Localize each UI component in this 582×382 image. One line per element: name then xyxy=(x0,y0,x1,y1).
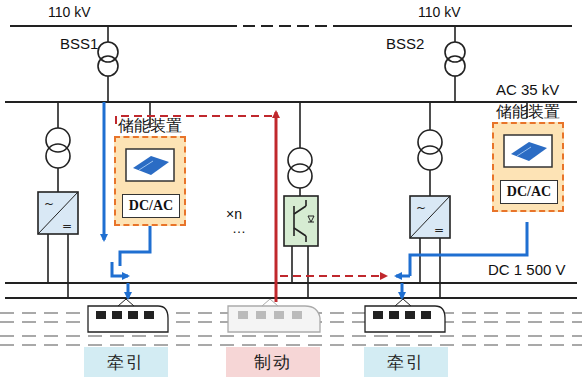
diagram-label: BSS1 xyxy=(60,36,98,52)
diagram-label: 110 kV xyxy=(48,4,91,20)
storage-device-box: 储能装置DC/AC xyxy=(114,136,186,226)
dcac-converter-box: DC/AC xyxy=(500,180,558,204)
battery-icon xyxy=(503,134,553,168)
mode-tag: 牵引 xyxy=(84,347,168,377)
mode-tag: 牵引 xyxy=(364,347,448,377)
diagram-label: AC 35 kV xyxy=(494,82,561,98)
diagram-label: ×n xyxy=(226,206,242,222)
storage-device-box: 储能装置DC/AC xyxy=(492,122,564,212)
svg-text:=: = xyxy=(434,223,444,237)
svg-text:~: ~ xyxy=(44,197,54,211)
mode-label: 牵引 xyxy=(107,351,145,374)
diagram-label: DC 1 500 V xyxy=(486,262,568,278)
diagram-label: 110 kV xyxy=(418,4,461,20)
mode-tag: 制动 xyxy=(226,347,320,377)
storage-heading: 储能装置 xyxy=(480,103,576,121)
diagram-label: BSS2 xyxy=(386,36,424,52)
mode-label: 制动 xyxy=(254,351,292,374)
dcac-converter-box: DC/AC xyxy=(122,194,180,218)
storage-heading: 储能装置 xyxy=(102,117,198,135)
svg-text:=: = xyxy=(62,219,72,233)
svg-text:~: ~ xyxy=(416,201,426,215)
battery-icon xyxy=(125,148,175,182)
mode-label: 牵引 xyxy=(387,351,425,374)
converter-label: DC/AC xyxy=(507,184,551,200)
diagram-label: … xyxy=(232,220,246,236)
converter-label: DC/AC xyxy=(129,198,173,214)
